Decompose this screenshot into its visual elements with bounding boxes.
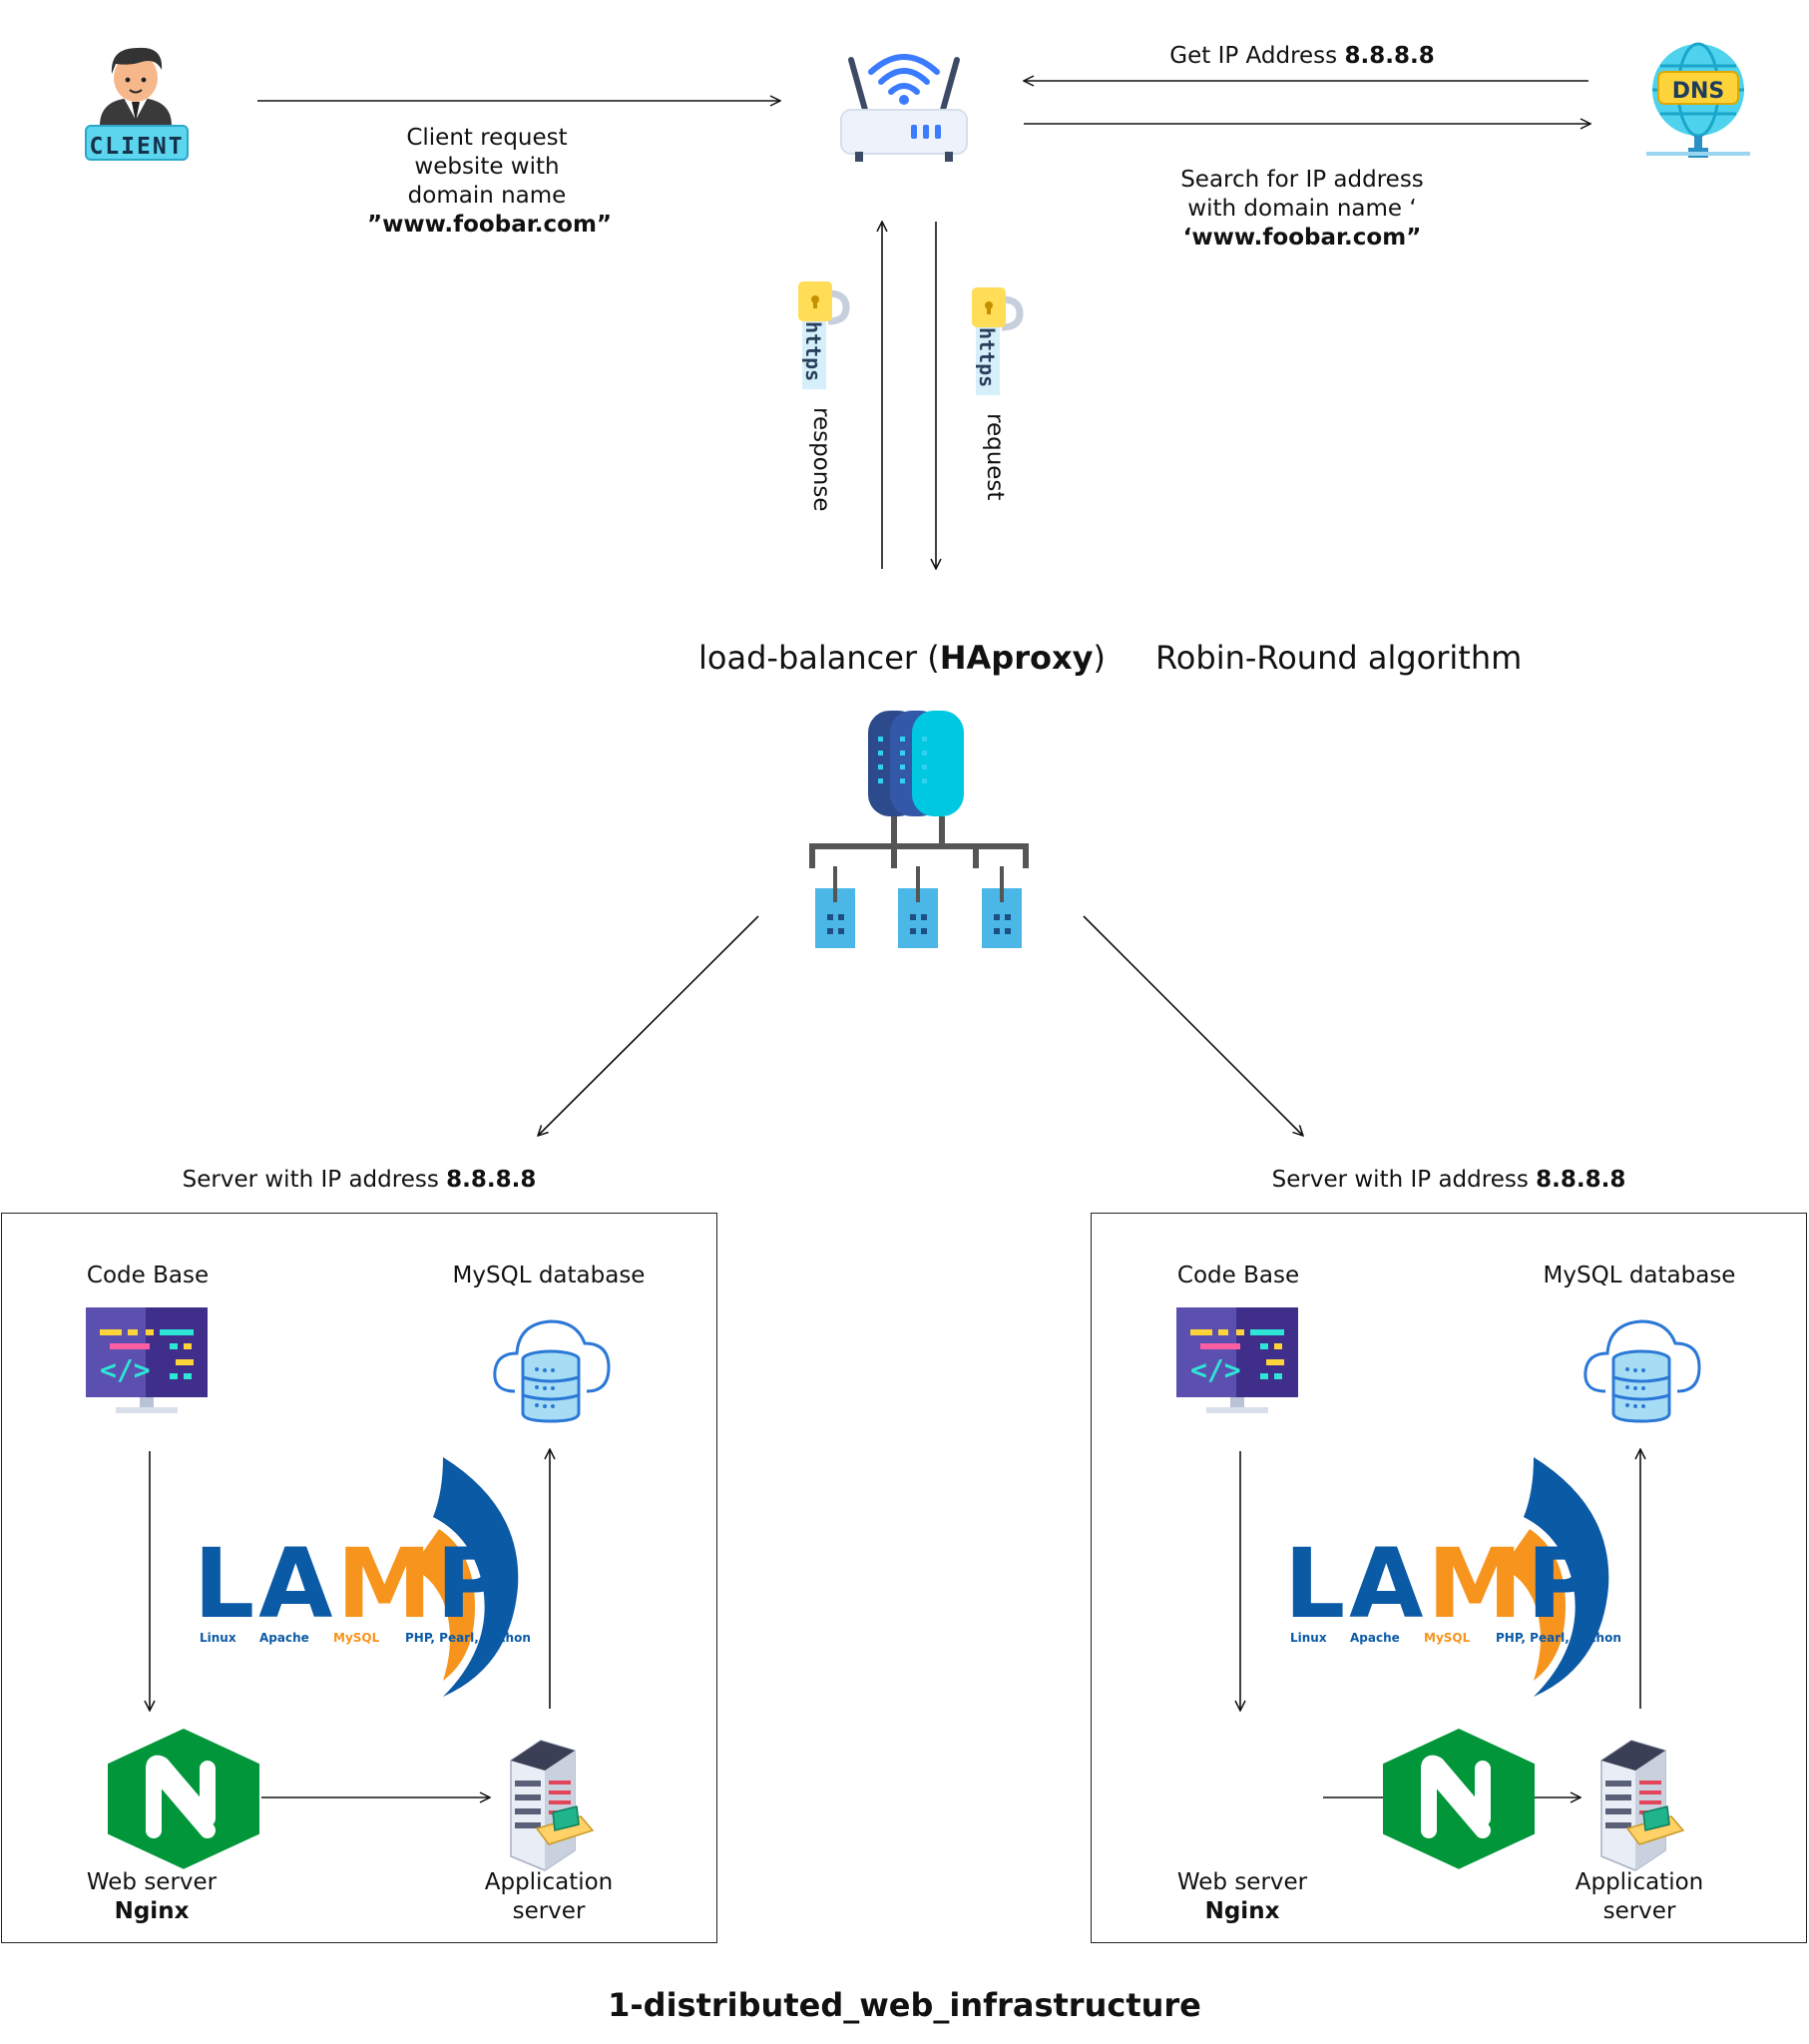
code-base-monitor-icon: </> xyxy=(86,1307,208,1413)
application-server-icon xyxy=(1600,1740,1685,1871)
https-label-response: https xyxy=(801,321,825,381)
server-right-app-line-2: server xyxy=(1602,1898,1676,1924)
server-right-app-line-1: Application xyxy=(1575,1869,1704,1895)
load-balancer-icon xyxy=(809,711,1029,948)
lb-suffix: ) xyxy=(1093,639,1106,677)
get-ip-value: 8.8.8.8 xyxy=(1344,43,1435,69)
client-badge-text: CLIENT xyxy=(89,134,184,160)
server-left-app-line-1: Application xyxy=(484,1869,614,1895)
svg-text:</>: </> xyxy=(100,1353,151,1386)
nginx-icon xyxy=(108,1729,259,1869)
server-left-app-line-2: server xyxy=(512,1898,586,1924)
search-ip-label: Search for IP address with domain name ‘… xyxy=(1128,166,1477,253)
load-balancer-label: load-balancer (HAproxy) xyxy=(698,639,1217,677)
https-lock-response-icon xyxy=(798,281,850,389)
server-right-heading: Server with IP address 8.8.8.8 xyxy=(1249,1166,1648,1195)
lamp-linux: Linux xyxy=(200,1631,236,1645)
lb-prefix: load-balancer ( xyxy=(698,639,940,677)
server-left-heading-prefix: Server with IP address xyxy=(182,1167,447,1193)
lamp-word: LAMP xyxy=(194,1528,510,1640)
lamp-apache: Apache xyxy=(259,1631,309,1645)
algorithm-label: Robin-Round algorithm xyxy=(1155,639,1523,677)
server-right-database-label: MySQL database xyxy=(1543,1263,1736,1288)
client-request-line-2: website with xyxy=(414,154,560,180)
svg-text:</>: </> xyxy=(1190,1353,1241,1386)
server-right-code-base-label: Code Base xyxy=(1176,1263,1300,1288)
https-lock-request-icon xyxy=(972,287,1024,395)
server-left-web-server-name: Nginx xyxy=(114,1898,190,1924)
search-ip-line-1: Search for IP address xyxy=(1180,167,1424,193)
lamp-php: PHP, Pearl, Python xyxy=(1496,1631,1621,1645)
application-server-icon xyxy=(510,1740,595,1871)
arrow-lb-to-server-right xyxy=(1083,915,1303,1136)
diagram-title: 1-distributed_web_infrastructure xyxy=(608,1986,1201,2024)
server-left-app-server-label: Application server xyxy=(449,1868,649,1926)
client-icon xyxy=(85,47,189,161)
lb-name: HAproxy xyxy=(939,639,1094,677)
search-ip-domain: ‘www.foobar.com” xyxy=(1182,225,1422,251)
server-right-web-server-text: Web server xyxy=(1176,1869,1308,1895)
lamp-mysql: MySQL xyxy=(1424,1631,1471,1645)
get-ip-label: Get IP Address 8.8.8.8 xyxy=(1078,42,1527,71)
server-right-box xyxy=(1091,1213,1807,1943)
mysql-database-cloud-icon xyxy=(1583,1319,1701,1423)
server-right-web-server-name: Nginx xyxy=(1204,1898,1280,1924)
search-ip-line-2: with domain name ‘ xyxy=(1187,196,1417,222)
request-label: request xyxy=(982,413,1008,501)
get-ip-prefix: Get IP Address xyxy=(1169,43,1345,69)
server-left-code-base-label: Code Base xyxy=(86,1263,210,1288)
dns-badge-text: DNS xyxy=(1672,79,1725,104)
response-label: response xyxy=(808,407,834,512)
server-right-heading-ip: 8.8.8.8 xyxy=(1536,1167,1626,1193)
server-left-web-server-label: Web server Nginx xyxy=(52,1868,251,1926)
client-request-line-3: domain name xyxy=(407,183,567,209)
client-request-domain: ”www.foobar.com” xyxy=(367,212,613,238)
server-left-web-server-text: Web server xyxy=(86,1869,218,1895)
lamp-php: PHP, Pearl, Python xyxy=(405,1631,531,1645)
server-right-web-server-label: Web server Nginx xyxy=(1142,1868,1342,1926)
lamp-word: LAMP xyxy=(1284,1528,1600,1640)
arrow-lb-to-server-left xyxy=(538,915,759,1136)
server-left-box xyxy=(1,1213,717,1943)
dns-globe-icon xyxy=(1646,42,1750,158)
connectors xyxy=(150,81,1640,1797)
lamp-apache: Apache xyxy=(1350,1631,1400,1645)
code-base-monitor-icon: </> xyxy=(1176,1307,1298,1413)
server-right-app-server-label: Application server xyxy=(1540,1868,1739,1926)
server-left-heading-ip: 8.8.8.8 xyxy=(446,1167,537,1193)
nginx-icon xyxy=(1383,1729,1535,1869)
server-right-heading-prefix: Server with IP address xyxy=(1271,1167,1537,1193)
mysql-database-cloud-icon xyxy=(493,1319,611,1423)
https-label-request: https xyxy=(975,327,999,387)
server-left-database-label: MySQL database xyxy=(452,1263,646,1288)
lamp-mysql: MySQL xyxy=(333,1631,380,1645)
lamp-linux: Linux xyxy=(1290,1631,1327,1645)
client-request-label: Client request website with domain name … xyxy=(367,124,613,240)
client-request-line-1: Client request xyxy=(406,125,568,151)
server-left-heading: Server with IP address 8.8.8.8 xyxy=(160,1166,559,1195)
router-icon xyxy=(840,54,968,162)
